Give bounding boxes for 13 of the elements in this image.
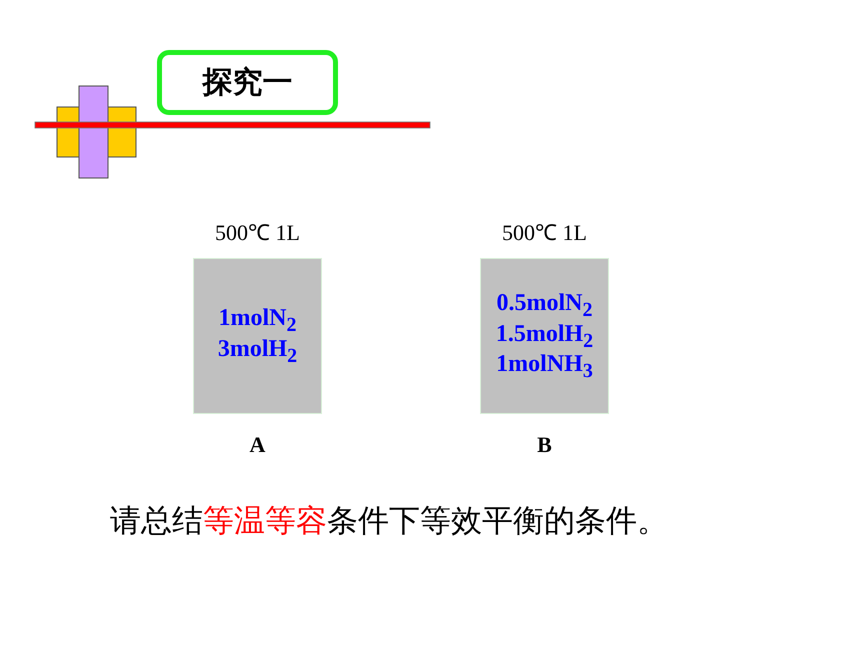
container-box [480, 258, 609, 414]
container-box [193, 258, 322, 414]
amount-text: 1molN$_{2}$ [218, 305, 296, 336]
amount-text: 3molH$_{2}$ [218, 336, 298, 367]
condition-text: 500℃ 1L [214, 219, 301, 246]
amount-text: 1molNH$_{3}$ [496, 351, 593, 382]
container-label: B [536, 432, 553, 458]
condition-text: 500℃ 1L [501, 219, 588, 246]
amount-text: 0.5molN$_{2}$ [496, 290, 592, 321]
title-box: 探究一 [157, 50, 338, 115]
question-sentence: 请总结等温等容条件下等效平衡的条件。 [110, 502, 668, 541]
amount-text: 1.5molH$_{2}$ [496, 320, 594, 352]
container-label: A [248, 432, 266, 458]
